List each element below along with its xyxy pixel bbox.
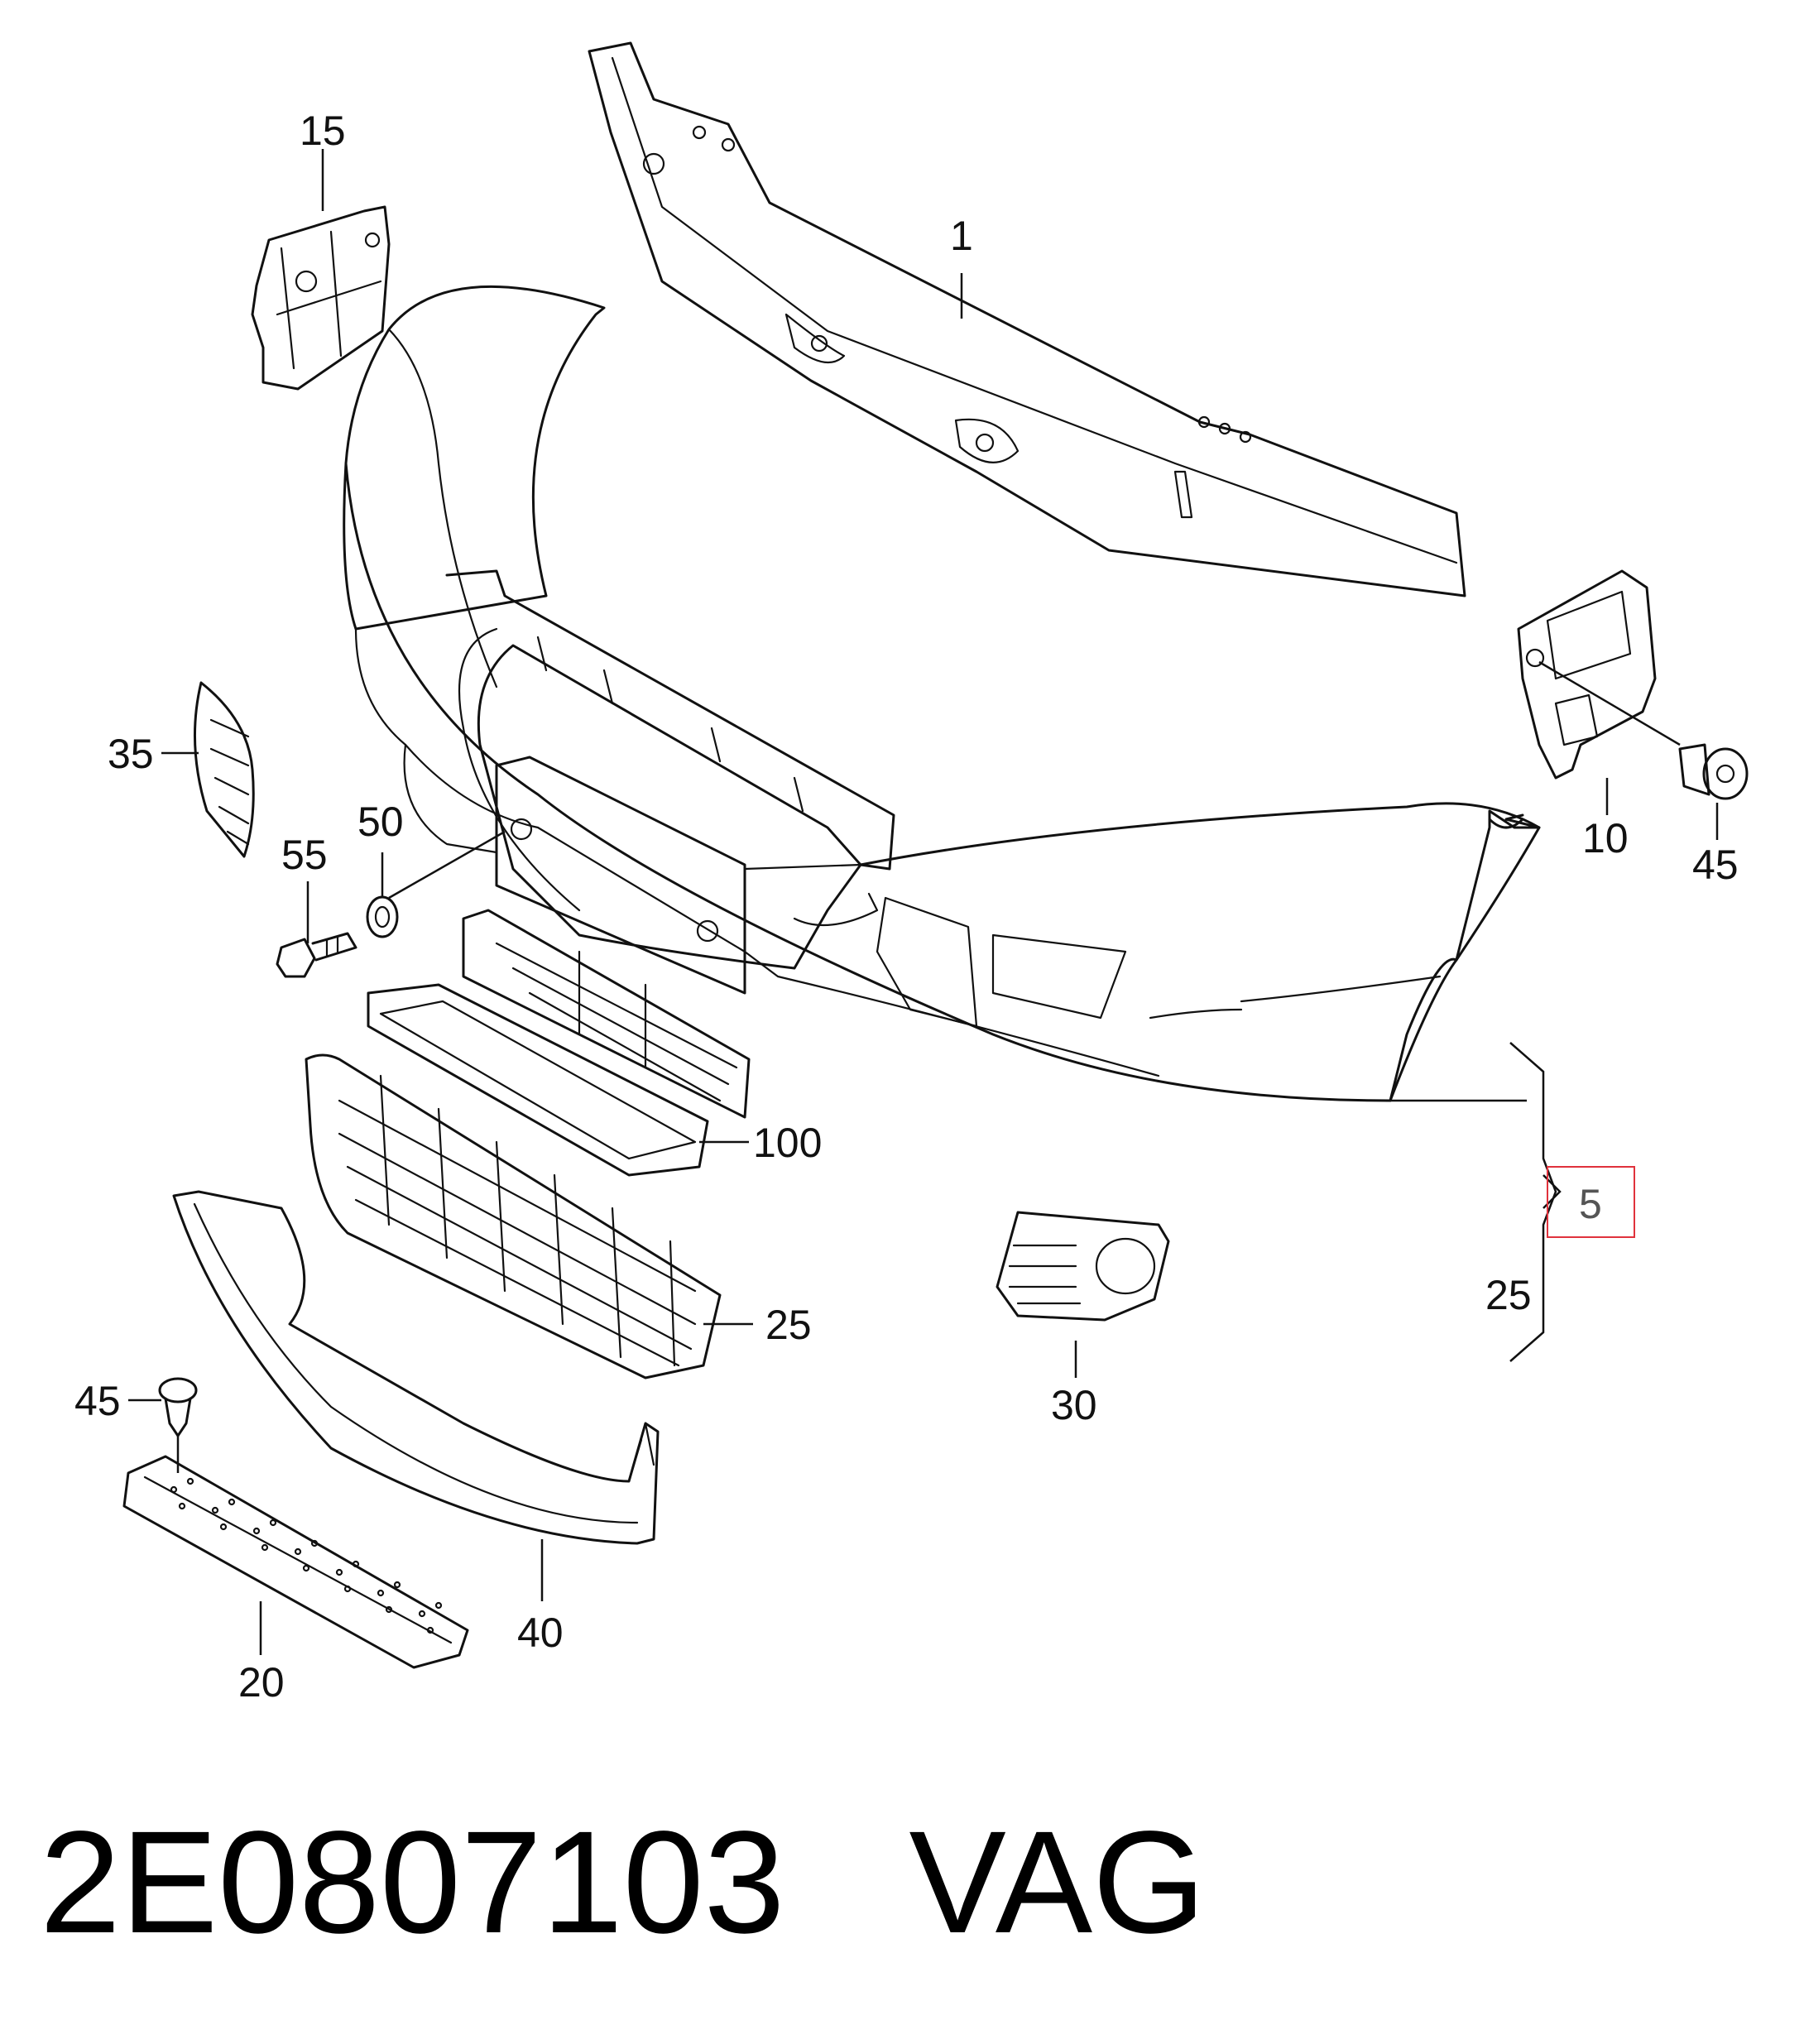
brand-name: VAG [909,1802,1207,1964]
grille-frame [445,569,895,970]
callout-35[interactable]: 35 [108,731,154,777]
callout-45-left[interactable]: 45 [74,1378,121,1424]
bumper-cover [343,285,1541,1102]
callout-100[interactable]: 100 [753,1120,822,1166]
callout-10[interactable]: 10 [1582,815,1629,861]
part-55-bolt [276,932,357,978]
leader-lines [128,149,1719,1655]
callout-45-right[interactable]: 45 [1692,842,1739,888]
part-100-license-plate-mount [367,909,751,1177]
part-30-fog-cover [996,1211,1170,1322]
plate-holes [170,1477,443,1634]
part-35-grille-insert [194,681,255,858]
part-25-lower-grille [305,1053,722,1379]
callout-25-group[interactable]: 25 [1485,1272,1532,1318]
callout-15[interactable]: 15 [300,108,346,154]
callout-50[interactable]: 50 [357,799,404,845]
callout-25-grille[interactable]: 25 [765,1302,812,1348]
part-number: 2E0807103 [40,1802,785,1964]
callout-40[interactable]: 40 [517,1610,564,1656]
part-45-rivet-left [158,1377,198,1473]
callout-5[interactable]: 5 [1579,1181,1602,1227]
part-20-lower-plate [122,1455,469,1669]
callout-1[interactable]: 1 [950,213,973,259]
part-10-bracket [1517,569,1681,780]
part-50-washer [366,895,399,938]
part-15-bracket [251,205,391,391]
callout-55[interactable]: 55 [281,832,328,878]
part-40-spoiler [172,1190,660,1545]
group-bracket [1509,1042,1562,1362]
license-panel [495,756,746,995]
callout-20[interactable]: 20 [238,1659,285,1706]
highlight-box [1547,1166,1635,1238]
callout-30[interactable]: 30 [1051,1382,1097,1428]
part-1-reinforcement-bar [588,41,1466,597]
part-45-screw-right [1678,743,1749,800]
footer-caption: 2E0807103 VAG [40,1800,1206,1965]
